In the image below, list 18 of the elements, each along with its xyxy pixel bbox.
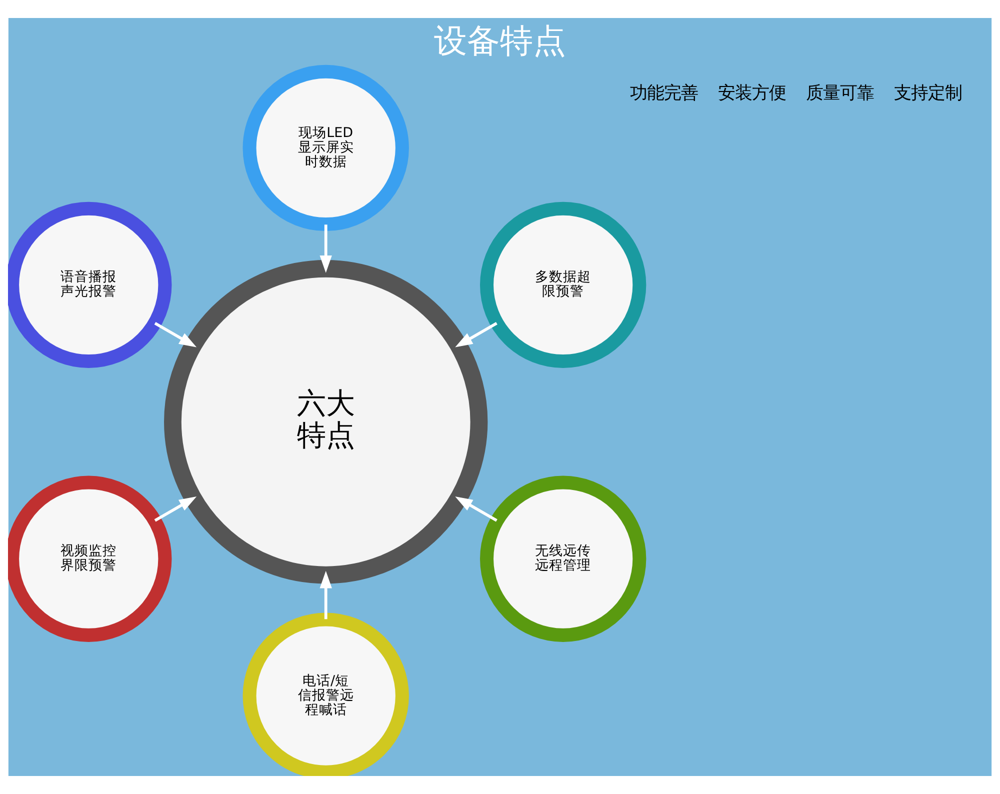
node-circle: 六大特点 [164, 260, 488, 584]
arrow [320, 570, 332, 620]
diagram-title: 设备特点 [434, 22, 566, 60]
node-circle: 无线远传远程管理 [480, 476, 646, 642]
label: 支持定制 [894, 84, 962, 104]
arrow [154, 322, 197, 348]
arrow [455, 322, 498, 348]
arrow [320, 224, 332, 273]
node-circle: 现场LED显示屏实时数据 [242, 64, 409, 232]
arrow [154, 496, 197, 522]
node-circle: 语音播报声光报警 [8, 202, 172, 368]
arrow [455, 496, 498, 522]
label: 安装方便 [718, 84, 786, 104]
node-circle: 电话/短信报警远程喊话 [242, 612, 409, 776]
label: 功能完善 [630, 84, 698, 104]
label: 质量可靠 [806, 84, 874, 104]
node-circle: 多数据超限预警 [480, 202, 646, 368]
node-circle: 视频监控界限预警 [8, 476, 172, 642]
